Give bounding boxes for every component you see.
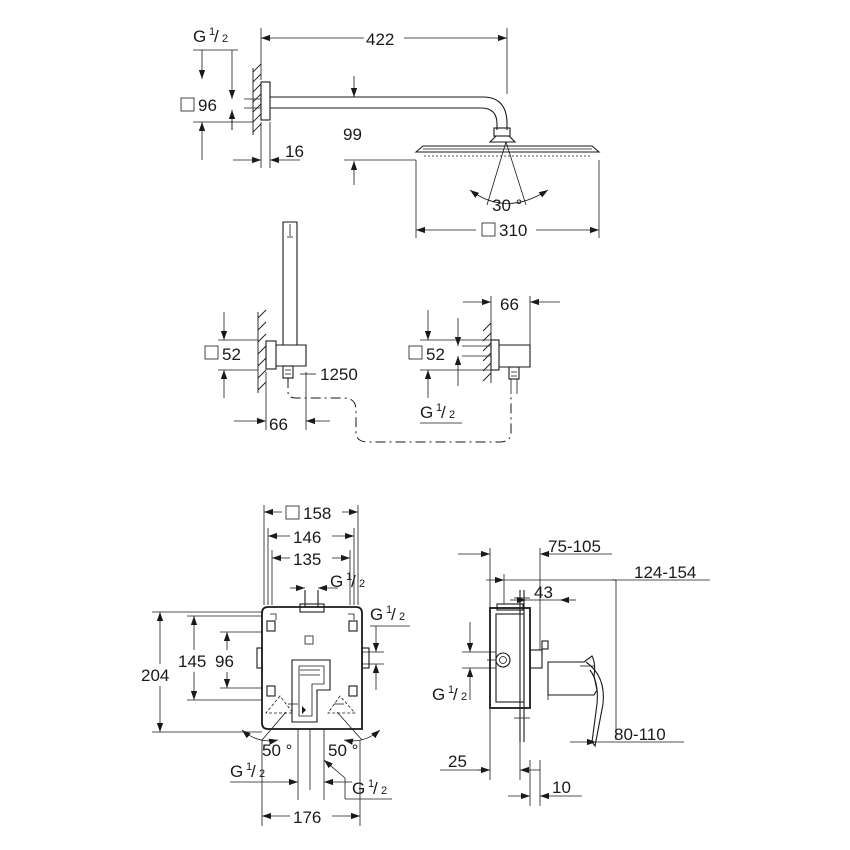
dim-52-right-label: 52 [426,345,445,364]
dim-96-box-label: 96 [215,652,234,671]
dim-310-label: 310 [499,221,527,240]
svg-text:2: 2 [222,33,228,45]
dim-158-label: 158 [303,504,331,523]
dim-99-label: 99 [343,125,362,144]
thread-label-3: G [330,572,343,591]
wall-hatch-right [482,322,492,383]
dim-10-label: 10 [552,778,571,797]
dim-16-label: 16 [285,142,304,161]
square-symbol-158 [285,505,300,520]
angle-50-right-label: 50 ° [328,741,358,760]
dim-66-left-label: 66 [269,415,288,434]
dim-204-label: 204 [141,666,169,685]
angle-30-label: 30 ° [492,196,522,215]
wall-holder-left [265,340,277,370]
dim-176-label: 176 [293,808,321,827]
square-symbol-52-left [204,345,219,360]
dim-1250-label: 1250 [320,365,358,384]
svg-text:2: 2 [381,785,387,797]
svg-text:2: 2 [399,611,405,623]
thread-label-1: G [193,27,206,46]
arm-flange [260,81,271,121]
svg-text:2: 2 [359,578,365,590]
wall-hatch-top [252,63,262,135]
svg-text:1: 1 [209,26,215,38]
wall-hatch-left [257,309,267,393]
wall-outlet-right [490,339,500,371]
svg-text:1: 1 [368,778,374,790]
svg-text:/: / [214,27,219,46]
concealed-box [261,606,363,730]
svg-text:1: 1 [246,761,252,773]
shower-arm-view: 422 G 1/2 96 16 99 30 ° [180,26,601,240]
dim-422-label: 422 [366,30,394,49]
svg-text:1: 1 [346,571,352,583]
dim-80-110-label: 80-110 [614,725,666,744]
thread-label-5: G [230,762,243,781]
svg-text:/: / [441,403,446,422]
thread-label-7: G [432,685,445,704]
svg-text:/: / [453,685,458,704]
svg-text:1: 1 [386,604,392,616]
dim-146-label: 146 [293,528,321,547]
dim-145-label: 145 [178,652,206,671]
thread-label-6: G [352,779,365,798]
shower-arm [270,96,508,130]
dim-25-label: 25 [448,752,467,771]
hand-shower-view: 52 66 1250 [204,221,560,443]
square-symbol-96 [180,97,195,112]
dim-75-105-label: 75-105 [548,537,601,556]
thread-label-4: G [370,605,383,624]
square-symbol-310 [481,222,496,237]
svg-text:1: 1 [436,402,442,414]
concealed-body-side: 75-105 124-154 43 G 1/2 80-110 25 [432,537,710,806]
mixer-lever [547,655,598,696]
concealed-body-front: 158 146 135 G 1/2 [140,502,410,828]
hose-dashed [287,378,512,443]
dim-135-label: 135 [293,550,321,569]
dim-52-left-label: 52 [222,345,241,364]
thread-label-2: G [420,403,433,422]
dim-43-label: 43 [534,583,553,602]
dim-124-154-label: 124-154 [634,563,696,582]
svg-text:/: / [251,762,256,781]
svg-text:2: 2 [449,409,455,421]
hand-shower [282,221,298,346]
svg-text:2: 2 [461,691,467,703]
angle-50-left-label: 50 ° [262,741,292,760]
svg-text:/: / [351,572,356,591]
mixing-cartridge [291,659,331,723]
dim-66-right-label: 66 [500,295,519,314]
square-symbol-52-right [408,345,423,360]
svg-text:/: / [373,779,378,798]
svg-text:1: 1 [448,684,454,696]
svg-text:/: / [391,605,396,624]
shower-head [414,145,601,153]
dim-96-label: 96 [198,96,217,115]
